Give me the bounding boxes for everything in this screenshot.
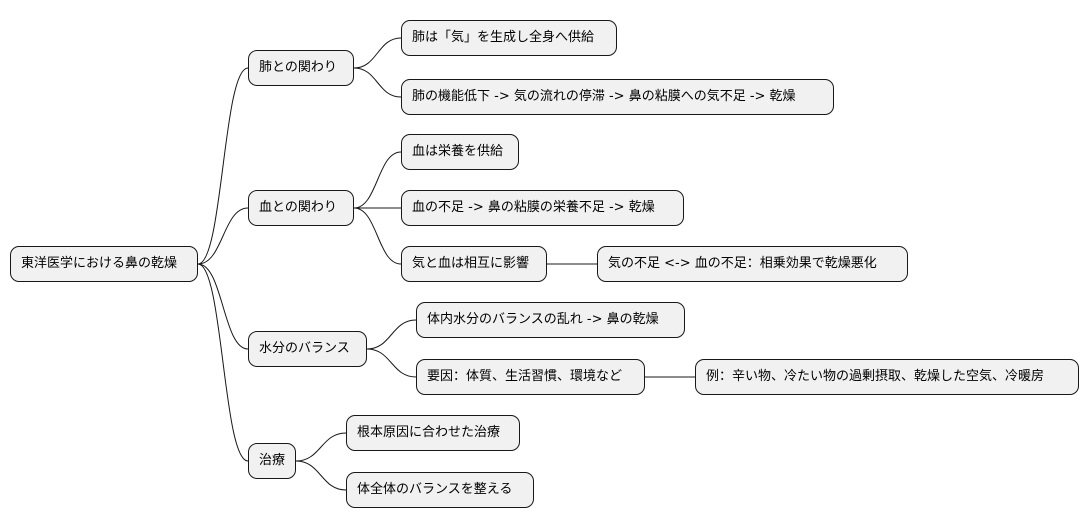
connector-3 (197, 263, 249, 350)
connector-4 (197, 263, 249, 462)
leaf-lung-qi-supply: 肺は「気」を生成し全身へ供給 (401, 20, 617, 56)
branch-treatment: 治療 (248, 443, 296, 479)
connector-9 (353, 207, 402, 265)
leaf-blood-nutrition: 血は栄養を供給 (401, 134, 519, 170)
root-node: 東洋医学における鼻の乾燥 (10, 246, 198, 282)
leaf-blood-deficiency: 血の不足 -> 鼻の粘膜の栄養不足 -> 乾燥 (401, 190, 684, 226)
leaf-cause-examples: 例：辛い物、冷たい物の過剰摂取、乾燥した空気、冷暖房 (695, 359, 1079, 395)
leaf-qi-blood-synergy: 気の不足 <-> 血の不足：相乗効果で乾燥悪化 (597, 246, 908, 282)
leaf-root-cause-treatment: 根本原因に合わせた治療 (346, 415, 520, 451)
leaf-causes: 要因：体質、生活習慣、環境など (416, 359, 645, 395)
connector-6 (353, 67, 402, 98)
leaf-water-imbalance: 体内水分のバランスの乱れ -> 鼻の乾燥 (416, 302, 685, 338)
connector-11 (366, 319, 417, 350)
branch-water-balance: 水分のバランス (248, 331, 367, 367)
connector-14 (295, 432, 347, 462)
branch-blood: 血との関わり (248, 190, 354, 226)
leaf-lung-dysfunction: 肺の機能低下 -> 気の流れの停滞 -> 鼻の粘膜への気不足 -> 乾燥 (401, 79, 834, 115)
connector-5 (353, 37, 402, 69)
connector-1 (197, 67, 249, 265)
branch-lung: 肺との関わり (248, 50, 354, 86)
connector-7 (353, 151, 402, 209)
leaf-whole-body-balance: 体全体のバランスを整える (346, 472, 534, 508)
connector-12 (366, 348, 417, 378)
leaf-qi-blood-interaction: 気と血は相互に影響 (401, 246, 547, 282)
connector-15 (295, 460, 347, 491)
connector-2 (197, 207, 249, 265)
